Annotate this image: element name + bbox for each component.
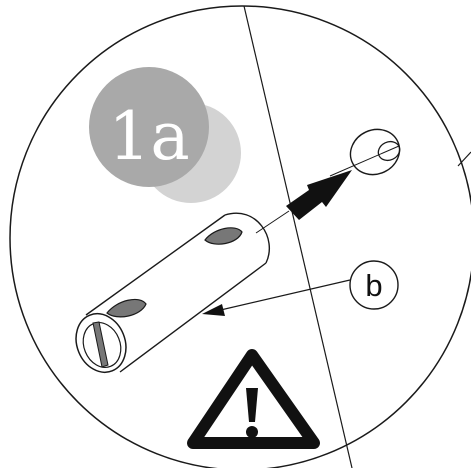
step-badge-label: 1a bbox=[108, 98, 189, 175]
callout-circle bbox=[349, 260, 399, 310]
callout-leader-line bbox=[211, 279, 351, 313]
step-badge-disc bbox=[89, 67, 209, 187]
callout-b: b bbox=[202, 260, 399, 316]
cylinder-pin-icon bbox=[75, 212, 271, 373]
mounting-hole-icon bbox=[329, 128, 401, 177]
insertion-arrow-icon bbox=[255, 170, 352, 234]
panel-edge-line-right bbox=[457, 151, 471, 167]
step-badge: 1a bbox=[89, 67, 241, 203]
callout-arrowhead bbox=[202, 304, 225, 316]
panel-edge-line bbox=[243, 5, 353, 468]
callout-label: b bbox=[365, 268, 382, 303]
warning-triangle-icon bbox=[187, 349, 320, 449]
